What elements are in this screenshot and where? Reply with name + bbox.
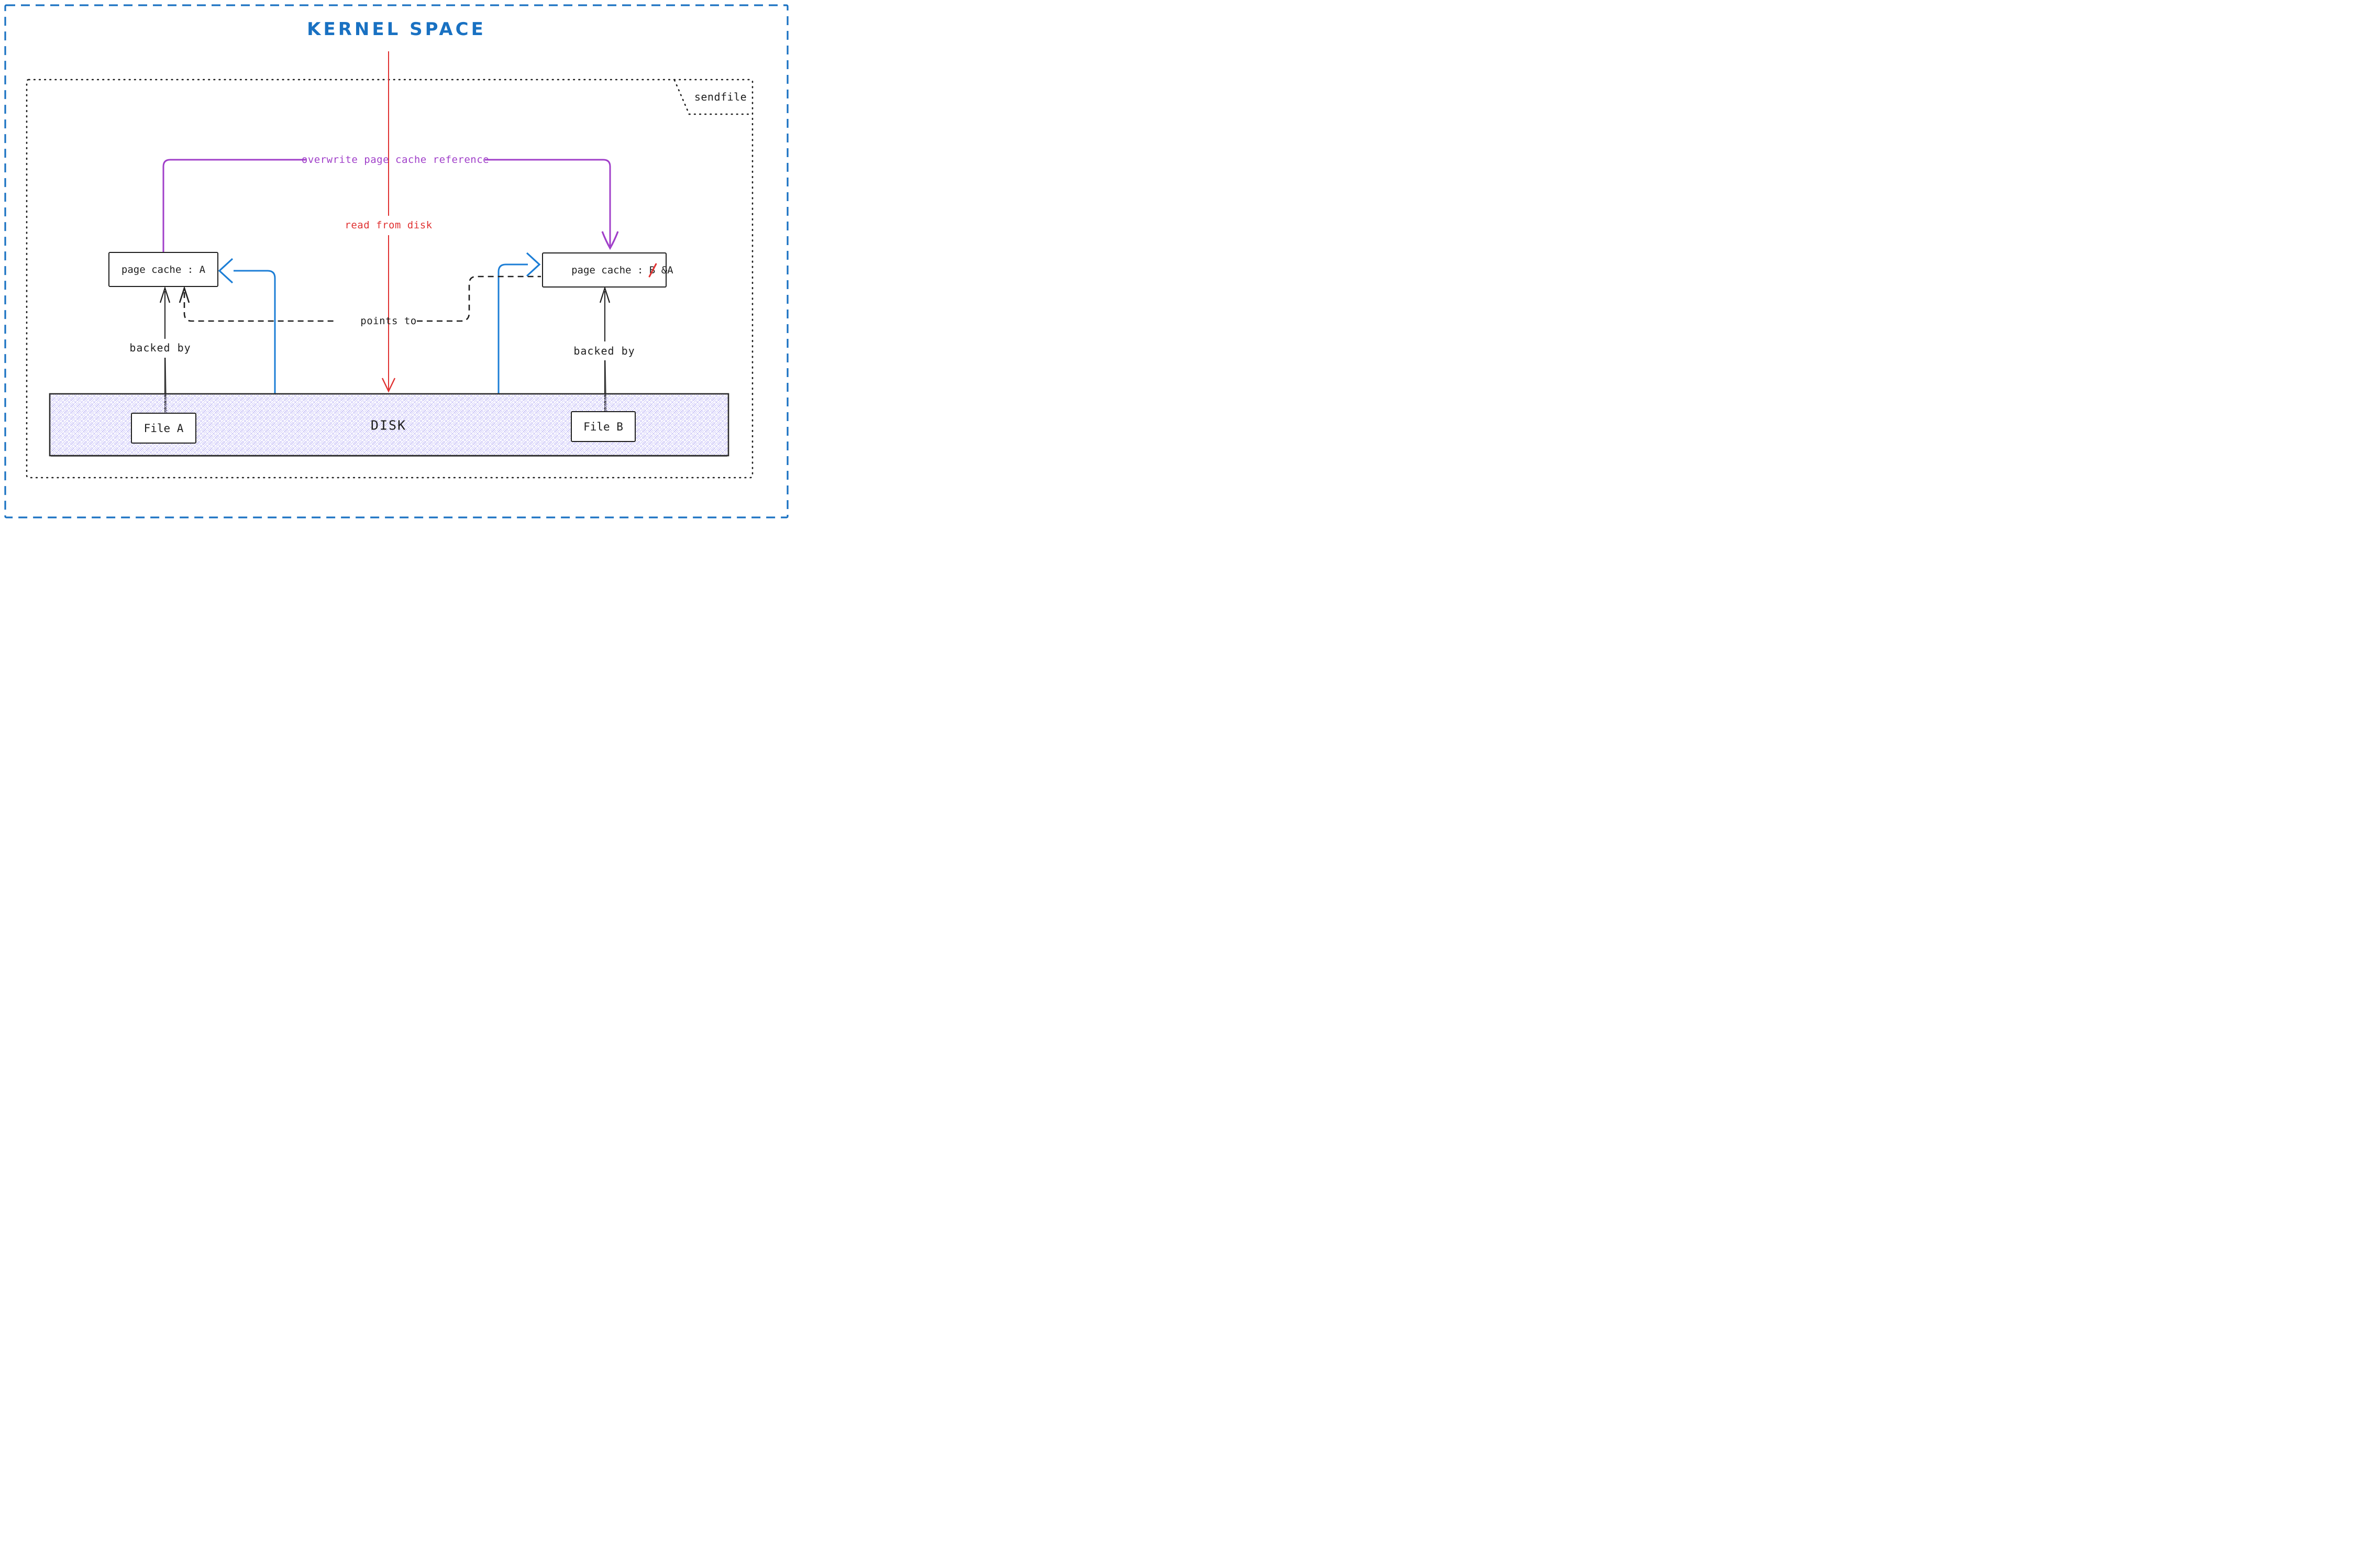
file-b-label: File B: [583, 420, 623, 433]
backed-by-left-label: backed by: [129, 341, 191, 354]
page-title: KERNEL SPACE: [307, 19, 486, 40]
sendfile-tab-slant: [673, 79, 690, 115]
page-cache-a-box: page cache : A: [108, 252, 218, 287]
file-a-box: File A: [131, 413, 196, 444]
overwrite-reference-label: overwrite page cache reference: [301, 154, 490, 165]
disk-label: DISK: [370, 417, 407, 433]
read-from-disk-label: read from disk: [345, 219, 433, 231]
page-cache-b-box: page cache : B &A: [542, 252, 673, 288]
page-cache-b-suffix: &A: [655, 264, 673, 276]
sendfile-label: sendfile: [694, 91, 747, 103]
sendfile-container: [26, 79, 754, 479]
points-to-label: points to: [360, 315, 417, 327]
overwrite-reference-connector: [162, 159, 619, 252]
points-to-connector: [179, 275, 541, 322]
disk-to-cache-b-arrow: [497, 252, 541, 394]
read-from-disk-line: [381, 51, 396, 393]
struck-letter: B: [649, 264, 656, 276]
backed-by-right-label: backed by: [573, 345, 635, 357]
page-cache-a-label: page cache : A: [121, 263, 206, 275]
diagram-canvas: KERNEL SPACE sendfile overwrite page cac…: [0, 0, 793, 523]
page-cache-b-prefix: page cache :: [571, 264, 649, 276]
page-cache-b-label: page cache : B &A: [535, 253, 673, 288]
disk-to-cache-a-arrow: [218, 258, 276, 394]
file-b-box: File B: [571, 411, 636, 442]
outer-frame: [4, 4, 789, 518]
file-a-label: File A: [143, 422, 184, 435]
